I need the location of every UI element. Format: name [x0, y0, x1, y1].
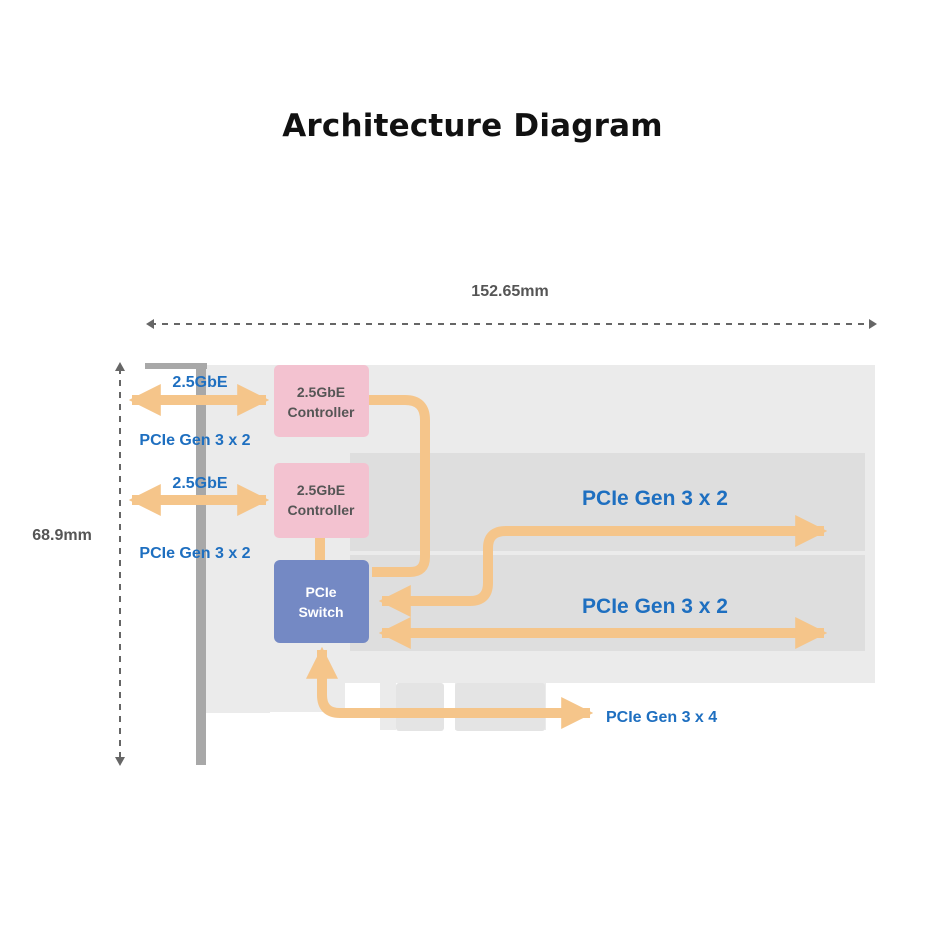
width-dimension-arrow-left: [146, 319, 154, 329]
switch-to-host-arrow: [305, 646, 594, 730]
controller-2-line1: 2.5GbE: [297, 482, 345, 498]
switch-to-slot1-arrow: [378, 514, 828, 618]
height-dimension-arrow-bottom: [115, 757, 125, 766]
controller-1-line1: 2.5GbE: [297, 384, 345, 400]
slot2-label: PCIe Gen 3 x 2: [582, 595, 728, 618]
controller-1: 2.5GbE Controller: [274, 365, 369, 437]
slot1-label: PCIe Gen 3 x 2: [582, 487, 728, 510]
pcie-switch-line2: Switch: [298, 604, 343, 620]
controller-1-line2: Controller: [288, 404, 355, 420]
port1-speed-label: 2.5GbE: [172, 374, 227, 391]
io-bracket: [145, 363, 207, 765]
controller-2: 2.5GbE Controller: [274, 463, 369, 538]
host-interface-label: PCIe Gen 3 x 4: [606, 709, 717, 726]
controller-2-line2: Controller: [288, 502, 355, 518]
height-dimension-arrow-top: [115, 362, 125, 371]
width-dimension-label: 152.65mm: [471, 283, 548, 300]
port2-speed-label: 2.5GbE: [172, 475, 227, 492]
edge-connector: [396, 683, 545, 731]
width-dimension-arrow-right: [869, 319, 877, 329]
port1-bus-label: PCIe Gen 3 x 2: [139, 432, 250, 449]
page-title: Architecture Diagram: [282, 108, 663, 144]
height-dimension-label: 68.9mm: [32, 527, 92, 544]
port2-bus-label: PCIe Gen 3 x 2: [139, 545, 250, 562]
pcie-switch: PCIe Switch: [274, 560, 369, 643]
pcie-switch-line1: PCIe: [305, 584, 336, 600]
